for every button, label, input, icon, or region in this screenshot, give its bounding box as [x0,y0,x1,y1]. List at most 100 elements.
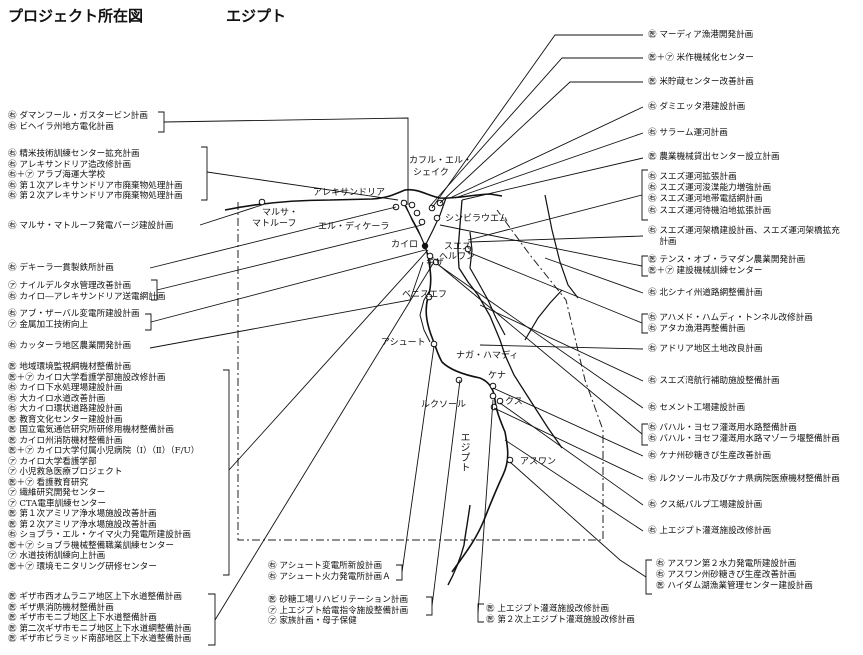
left-group-5: ㋐ ナイルデルタ水管理改善計画㊨ カイロ―アレキサンドリア送電網計画 [8,281,165,302]
project-item: ㊨ ルクソール市及びケナ県病院医療機材整備計画 [648,474,840,484]
project-item: ㊨ 第１次アレキサンドリア市廃棄物処理計画 [8,180,183,191]
project-item: ㊩ マーディア漁港開発計画 [648,30,754,40]
project-item: ㊩ 第２次上エジプト灌漑施設改修計画 [486,614,635,625]
project-item: ㊩＋㋐ カイロ大学看護学部施設改修計画 [8,372,166,383]
right-group-16: ㊨ ケナ州砂糖きび生産改善計画 [648,451,771,462]
project-item: ㊩ 米貯蔵センター改善計画 [648,77,754,87]
project-item: ㋐ 金属加工技術向上 [8,319,89,330]
project-item: ㊨ クス紙パルプ工場建設計画 [648,500,763,510]
place-el-dikheila: エル・ディケーラ [318,222,390,232]
project-item: ㊩ 砂糖工場リハビリテーション計画 [268,595,409,605]
project-item: ㊨ スエズ運河浚渫能力増強計画 [648,183,772,194]
project-item: ㊨ ダミエッタ港建設計画 [648,102,746,112]
city-marker-alexandria [400,199,408,207]
place-suez: スエズ [444,242,472,252]
city-marker-alexandria-2 [408,201,416,209]
left-group-12: ㊩ 上エジプト灌漑施設改修計画㊩ 第２次上エジプト灌漑施設改修計画 [486,604,635,625]
project-item: ㊨ スエズ運河地帯電話網計画 [648,194,763,205]
place-asyut: アシュート [381,338,426,348]
project-item: ㋐ 水道技術訓練向上計画 [8,551,106,561]
place-cairo: カイロ [391,240,419,250]
place-marsa-matruh-2: マトルーフ [252,219,297,229]
left-group-6: ㊨ アブ・ザーバル変電所建設計画㋐ 金属加工技術向上 [8,309,140,330]
sinai-east-coast [544,194,579,299]
project-item: ㊨ 第２次アレキサンドリア市廃棄物処理計画 [8,191,183,201]
right-group-4: ㊨ ダミエッタ港建設計画 [648,102,745,113]
place-kafr-1: カフル・エル・ [409,156,473,166]
place-nag-hammadi: ナガ・ハマディ [456,351,519,361]
project-item: ㋐ 小児救急医療プロジェクト [8,467,123,477]
right-group-10: ㊨ 北シナイ州道路網整備計画 [648,288,762,299]
project-item: ㊩ ハイダム湖漁業管理センター建設計画 [656,581,813,592]
right-group-17: ㊨ ルクソール市及びケナ県病院医療機材整備計画 [648,474,840,485]
right-group-6: ㊩ 農業機械貸出センター設立計画 [648,152,780,163]
place-shibin: シンビラウエム [445,214,509,224]
city-marker-delta-2 [418,218,426,226]
project-item: ㊨ アシュート火力発電所計画Ａ [268,571,391,582]
project-item: ㊨ アドリア地区土地改良計画 [648,344,763,354]
project-item: ㊨ スエズ運河拡張計画 [648,172,737,182]
place-qus: クス [505,397,523,407]
project-item: ㊨ ケナ州砂糖きび生産改善計画 [648,451,772,461]
project-item: ㊨ アスワン第２水力発電所建設計画 [656,559,797,569]
nile-branch-rosetta [401,199,426,247]
project-item: ㊨ カッターラ地区農業開発計画 [8,341,132,351]
left-group-7: ㊨ カッターラ地区農業開発計画 [8,341,131,352]
leader-lines [149,34,647,621]
nile-branch-damietta [424,197,447,247]
city-marker-marsa-matruh [258,198,266,206]
project-item: ㊩ 教育文化センター建設計画 [8,414,123,425]
right-group-2: ㊩＋㋐ 米作機械化センター [648,53,754,64]
project-item: ㋐ 家族計画・母子保健 [268,616,357,626]
project-item: ㊩ カイロ州消防機材整備計画 [8,435,123,446]
place-alexandria: アレキサンドリア [313,188,386,198]
project-item: ㊨ バハル・ヨセフ灌漑用水路整備計画 [648,423,797,433]
project-item: ㊩＋㋐ カイロ大学付属小児病院（Ⅰ）（Ⅱ）（F/U） [8,446,200,456]
project-item: ㊨ デキーラ一貫製鉄所計画 [8,263,114,273]
lake-nasser [447,504,471,586]
project-item: ㊨ アシュート変電所新設計画 [268,561,383,571]
place-aswan: アスワン [520,457,557,467]
place-helwan: ヘルワン [439,252,476,262]
city-marker-qus [496,397,504,405]
project-item: ㊨ 精米技術訓練センター拡充計画 [8,149,140,159]
right-group-11: ㊨ アハメド・ハムディ・トンネル改修計画㊨ アタカ漁港再整備計画 [648,313,813,335]
left-group-2: ㊨ 精米技術訓練センター拡充計画㊨ アレキサンドリア造改修計画㊨＋㋐ アラブ海運… [8,149,183,202]
project-item: ㋐ カイロ大学看護学部 [8,456,97,467]
place-marsa-matruh-1: マルサ・ [262,208,299,218]
country-title: エジプト [226,7,287,25]
project-item: ㊩ 地域環境監視網機材整備計画 [8,362,132,372]
city-marker-cairo [421,242,429,250]
project-item: ㊨ ダマンフール・ガスタービン計画 [8,111,148,121]
project-item: ㊨ ビヘイラ州地方電化計画 [8,121,114,132]
right-group-14: ㊨ セメント工場建設計画 [648,403,745,414]
right-group-13: ㊨ スエズ湾航行補助施設整備計画 [648,376,780,387]
city-marker-aswan [506,456,514,464]
city-marker-giza [426,252,434,260]
left-group-9: ㊩ ギザ市西オムラニア地区上下水道整備計画㊩ ギザ県消防機材整備計画㊩ ギザ市モ… [8,592,191,645]
project-item: ㊨ スエズ運河架橋建設計画、スエズ運河架橋拡充 [648,226,840,236]
place-egypt-vertical: エジプト [458,432,469,472]
place-kafr-2: シェイク [413,168,449,178]
suez-gulf-coast [457,199,563,449]
project-item: ㋐ CTA電車訓練センター [8,498,107,509]
left-group-10: ㊨ アシュート変電所新設計画㊨ アシュート火力発電所計画Ａ [268,561,391,582]
project-item: ㊩＋㋐ ショブラ機械整備職業訓練センター [8,540,175,551]
left-group-4: ㊨ デキーラ一貫製鉄所計画 [8,263,114,274]
left-group-1: ㊨ ダマンフール・ガスタービン計画㊨ ビヘイラ州地方電化計画 [8,111,148,132]
project-item: ㋐ 繊維研究開発センター [8,488,106,498]
project-item: ㊨ サラーム運河計画 [648,128,728,138]
city-marker-beni-suef [425,293,433,301]
project-item: ㊩ ギザ市西オムラニア地区上下水道整備計画 [8,592,182,602]
page-title: プロジェクト所在図 [8,7,144,25]
project-item: ㊨ 大カイロ環状道路建設計画 [8,404,123,414]
project-item: ㊩ ギザ市モニブ地区上下水道整備計画 [8,613,157,623]
project-item: ㊩ ギザ県消防機材整備計画 [8,602,114,613]
project-item: ㊨ バハル・ヨセフ灌漑用水路マゾーラ堰整備計画 [648,434,840,445]
project-item: ㊨ ショブラ・エル・ケイマ火力発電所建設計画 [8,530,192,540]
project-item: ㊨ 大カイロ水道改善計画 [8,393,106,404]
city-marker-suez [464,245,472,253]
project-item: ㊩ 第２次アミリア浄水場施設改善計画 [8,519,157,530]
project-item: ㊩ 第１次アミリア浄水場施設改善計画 [8,509,157,519]
project-item: ㊨ アハメド・ハムディ・トンネル改修計画 [648,313,813,323]
